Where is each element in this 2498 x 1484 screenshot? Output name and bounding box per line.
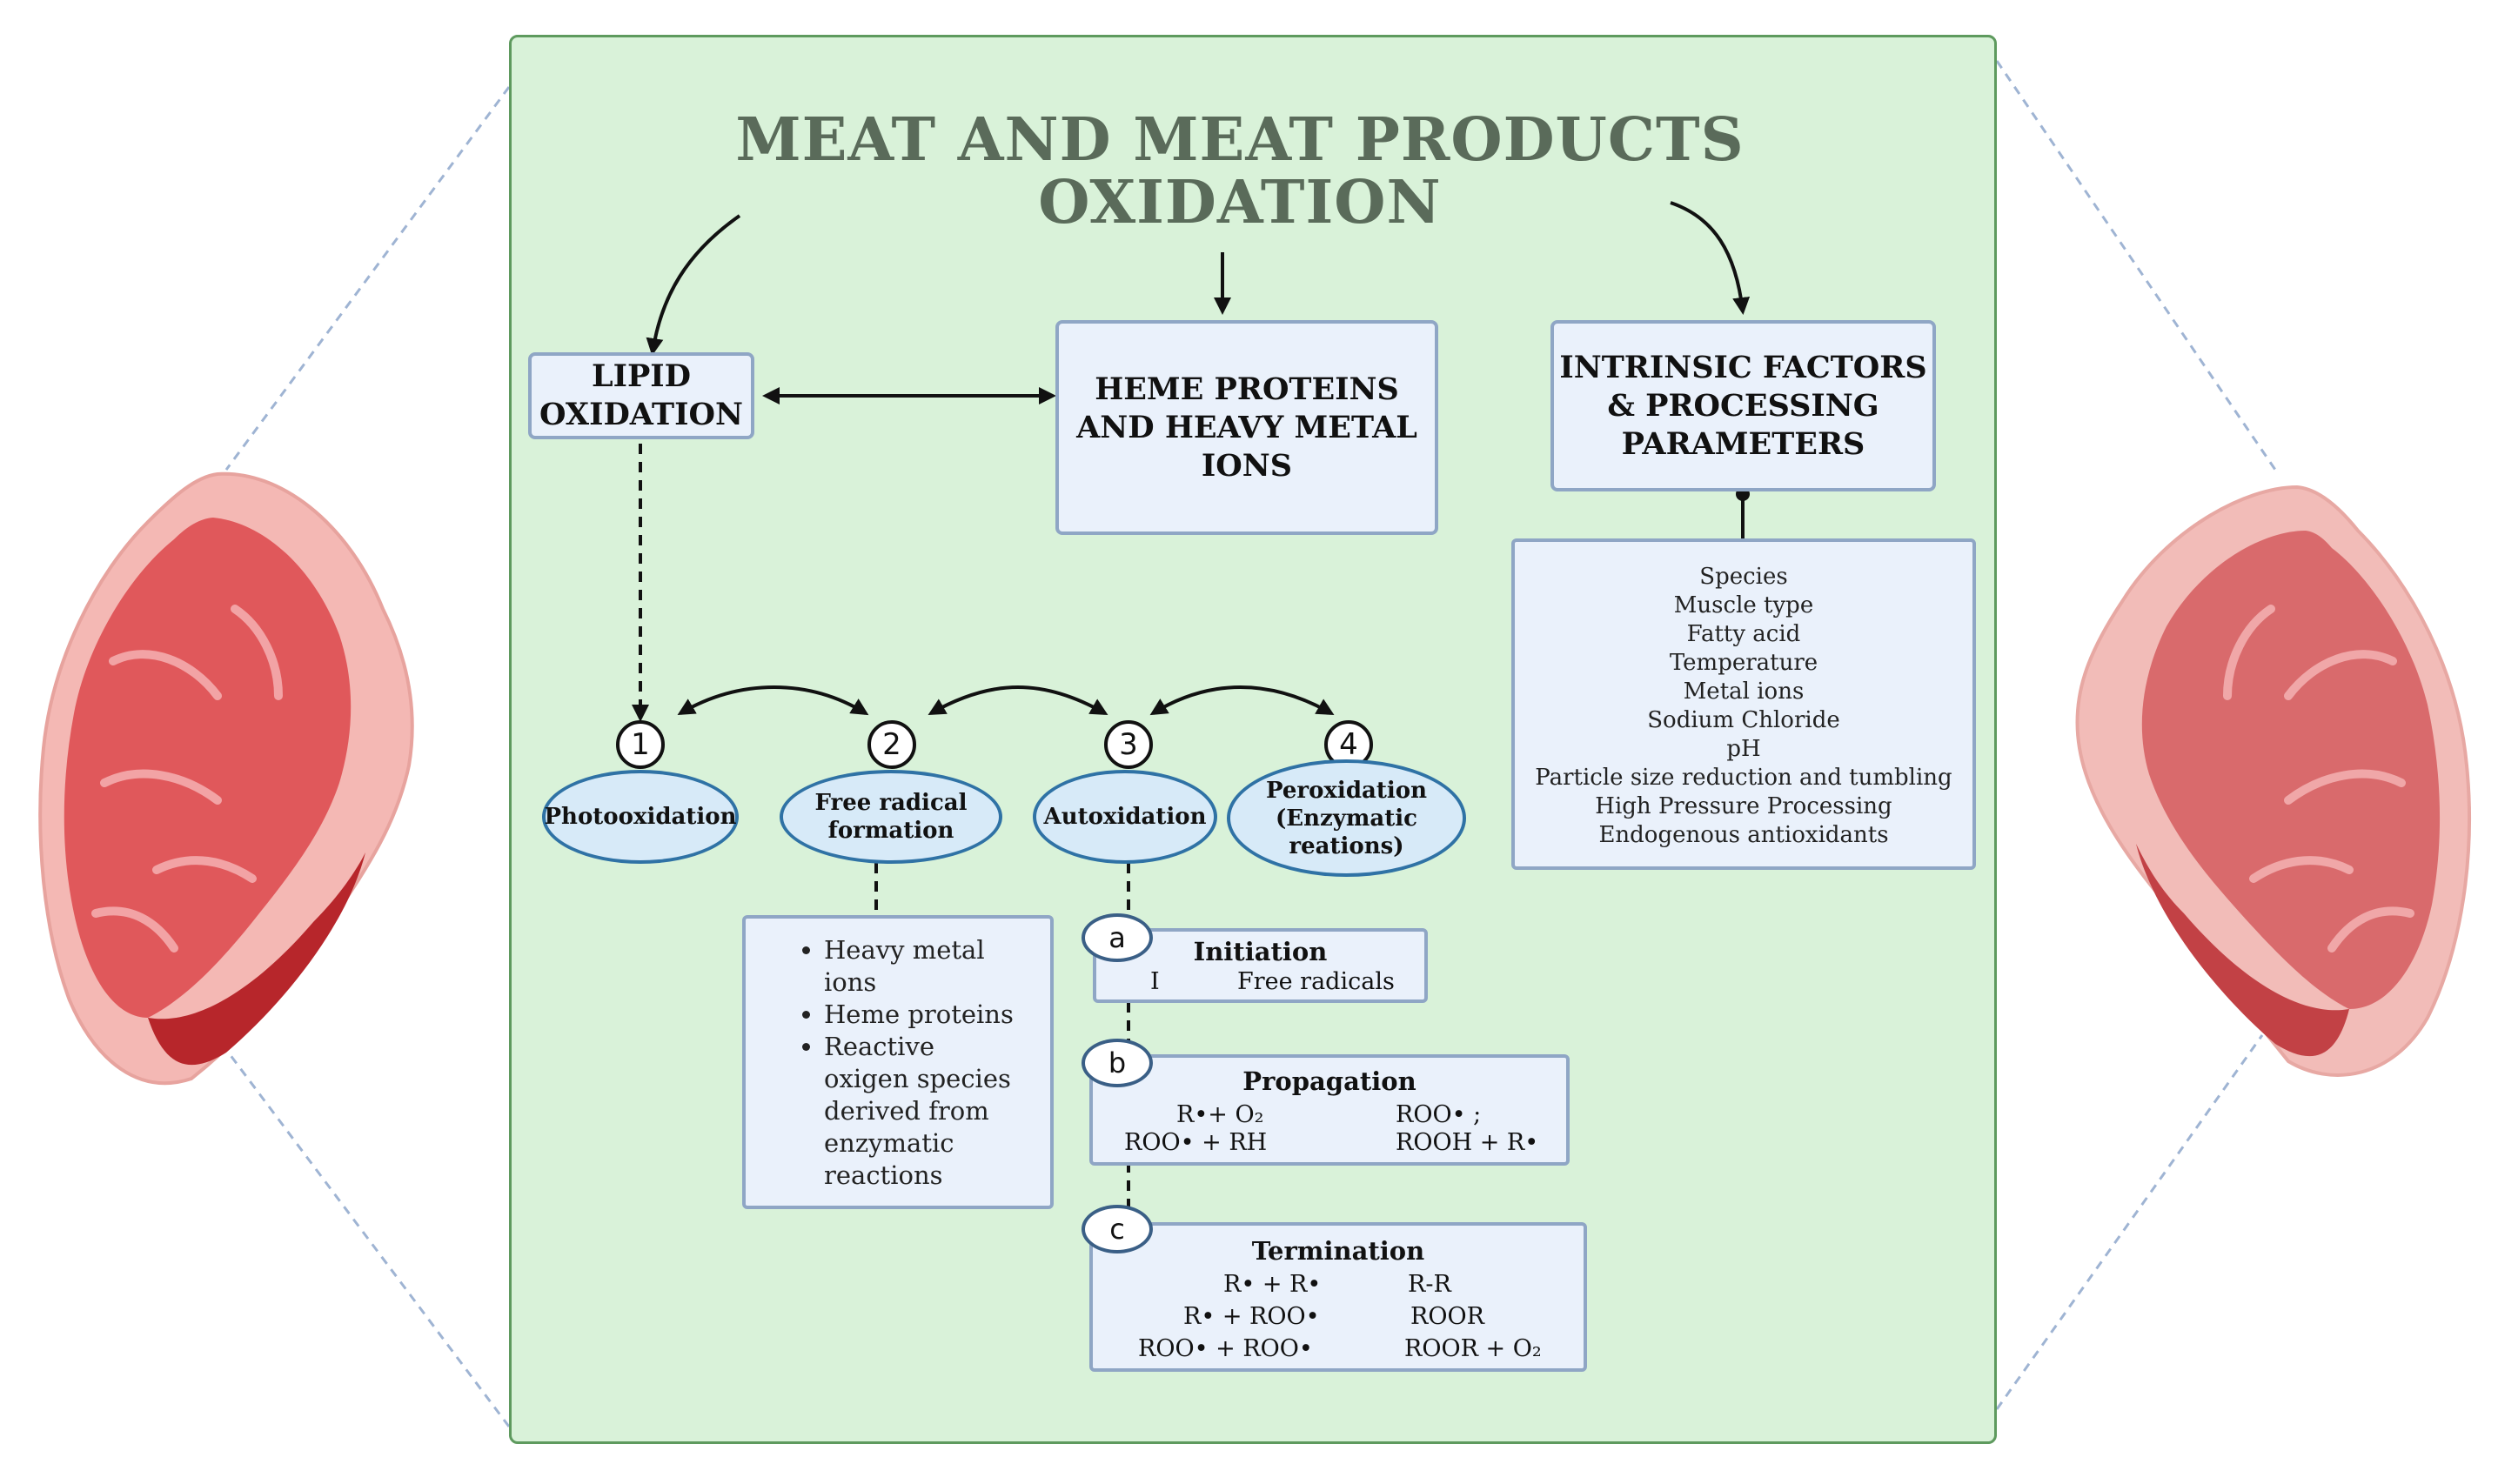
initiation-lhs: I [1150,968,1160,995]
propagation-lhs-1: R•+ O₂ [1176,1101,1264,1128]
propagation-rhs-2: ROOH + R• [1396,1129,1539,1156]
termination-lhs-3: ROO• + ROO• [1138,1335,1313,1362]
termination-box: Termination R• + R• R-R R• + ROO• ROOR R… [1089,1222,1587,1372]
mechanism-number-1: 1 [616,720,665,769]
arrow-1-2 [677,685,869,716]
photooxidation-node: Photooxidation [542,770,739,864]
diagram-title-line1: MEAT AND MEAT PRODUCTS [735,105,1745,175]
propagation-lhs-2: ROO• + RH [1124,1129,1268,1156]
termination-rhs-3: ROOR + O₂ [1404,1335,1542,1362]
step-letter-c: c [1082,1205,1153,1253]
termination-title: Termination [1251,1236,1425,1266]
factor-item: Temperature [1669,650,1818,676]
meat-steak-icon-right [2075,485,2471,1077]
propagation-rhs-1: ROO• ; [1396,1101,1482,1128]
free-radical-formation-node: Free radical formation [780,770,1002,864]
factor-item: Sodium Chloride [1647,707,1840,733]
factor-item: Particle size reduction and tumbling [1535,765,1952,791]
termination-lhs-1: R• + R• [1223,1271,1322,1298]
termination-rhs-1: R-R [1408,1271,1451,1298]
step-letter-b: b [1082,1039,1153,1087]
factor-item: Muscle type [1673,592,1814,618]
autoxidation-node: Autoxidation [1033,770,1217,864]
list-item: Heme proteins [824,999,1041,1031]
factor-item: Metal ions [1683,678,1805,705]
termination-rhs-2: ROOR [1410,1303,1484,1330]
arrow-3-4 [1149,685,1335,716]
factor-item: pH [1726,736,1761,762]
mechanism-number-2: 2 [867,720,916,769]
arrow-2-3 [928,685,1108,715]
termination-lhs-2: R• + ROO• [1183,1303,1320,1330]
propagation-title: Propagation [1242,1066,1416,1096]
factor-item: Endogenous antioxidants [1598,822,1889,848]
factor-item: Fatty acid [1686,621,1801,647]
arrow-title-to-intrinsic [1670,201,1751,315]
step-letter-a: a [1082,913,1153,962]
propagation-box: Propagation R•+ O₂ ROO• ; ROO• + RH ROOH… [1089,1054,1570,1166]
intrinsic-factors-list: Species Muscle type Fatty acid Temperatu… [1511,538,1976,870]
diagram-title-line2: OXIDATION [1038,168,1442,237]
peroxidation-node: Peroxidation (Enzymatic reations) [1227,759,1466,877]
meat-steak-icon-left [38,471,414,1086]
mechanism-number-3: 3 [1104,720,1153,769]
initiation-rhs: Free radicals [1237,968,1395,995]
factor-item: High Pressure Processing [1595,793,1892,819]
factor-item: Species [1699,564,1788,590]
arrow-title-to-lipid [646,214,741,356]
initiation-title: Initiation [1193,937,1328,966]
